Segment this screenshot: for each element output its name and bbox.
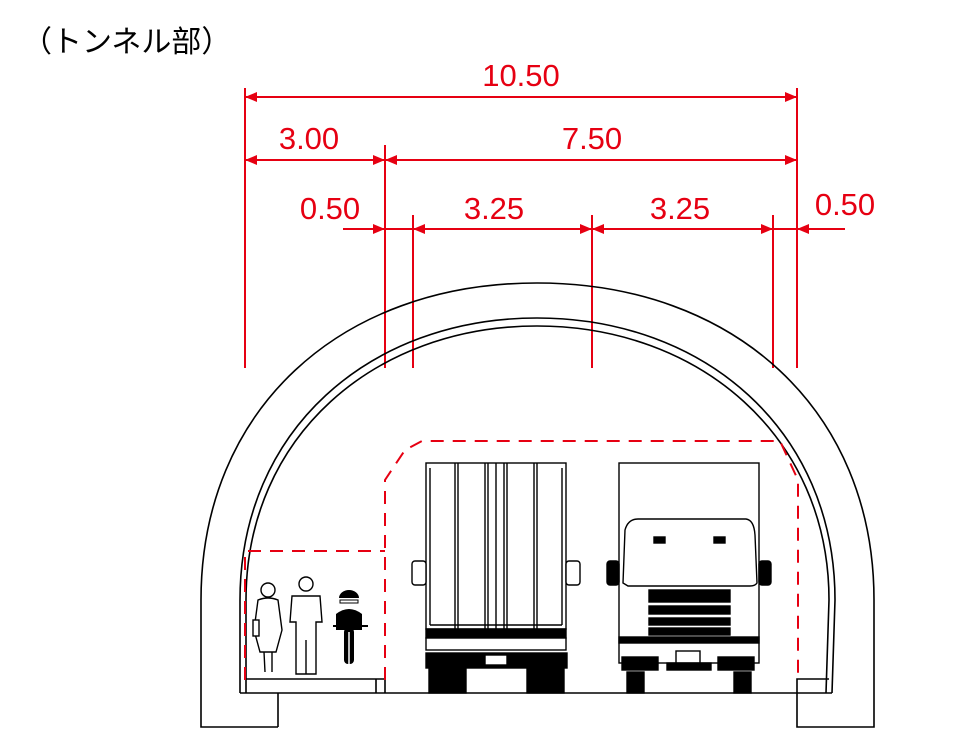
dimension-lines — [245, 92, 845, 234]
dim-carriageway-width: 7.50 — [562, 121, 622, 156]
vehicle-clearance — [384, 440, 799, 680]
outer-arch — [200, 282, 875, 728]
section-title: （トンネル部） — [22, 25, 231, 60]
tunnel-lining — [200, 282, 875, 728]
dim-left-shoulder: 0.50 — [300, 191, 360, 226]
inner-arch-outer-line — [239, 317, 836, 694]
dim-right-shoulder: 0.50 — [815, 187, 875, 222]
dim-total-width: 10.50 — [482, 58, 560, 93]
dim-lane-left: 3.25 — [464, 191, 524, 226]
sidewalk-curb — [246, 678, 386, 693]
pedestrian-man-icon — [289, 576, 323, 675]
truck-rear-icon — [411, 462, 581, 694]
inner-arch-inner-line — [245, 325, 830, 694]
cyclist-icon — [333, 590, 368, 670]
sidewalk-clearance — [244, 550, 385, 680]
dim-sidewalk-width: 3.00 — [279, 121, 339, 156]
extension-lines — [244, 88, 798, 368]
dim-lane-right: 3.25 — [650, 191, 710, 226]
right-curb — [796, 678, 829, 693]
truck-front-icon — [606, 462, 772, 694]
pedestrian-woman-icon — [252, 582, 283, 673]
